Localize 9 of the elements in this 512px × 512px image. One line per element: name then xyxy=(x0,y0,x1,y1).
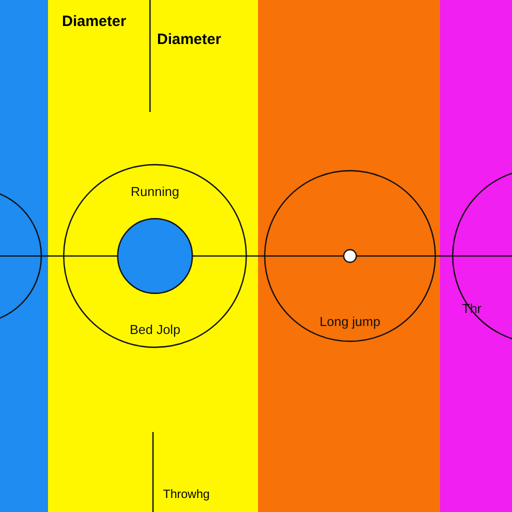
dimension-label: Diameter xyxy=(62,13,126,30)
inner-circle xyxy=(117,218,193,294)
running-label: Running xyxy=(130,184,180,199)
event-label: Long jump xyxy=(320,314,380,329)
event-label: Bed Jolp xyxy=(130,322,180,337)
event-label: Throwhg xyxy=(163,487,210,501)
dimension-label: Diameter xyxy=(157,31,222,48)
running-circle xyxy=(63,164,247,348)
long-jump-circle xyxy=(264,170,436,342)
